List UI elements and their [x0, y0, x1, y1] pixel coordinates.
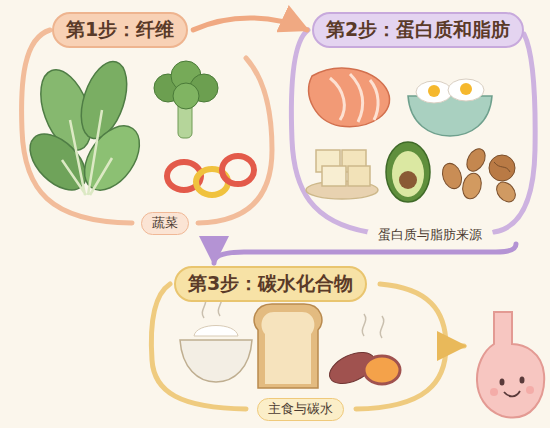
leafy-greens	[20, 56, 151, 200]
broccoli	[154, 61, 218, 138]
salmon	[309, 68, 390, 126]
flow-arrow	[193, 18, 307, 30]
step-heading: 第3步：碳水化合物	[174, 266, 367, 302]
bread	[254, 304, 322, 388]
step-heading: 第1步：纤维	[52, 12, 188, 48]
avocado	[386, 142, 430, 202]
pepper-rings	[167, 156, 254, 195]
step-heading: 第2步：蛋白质和脂肪	[312, 12, 524, 48]
category-label: 蔬菜	[141, 212, 189, 235]
step-panel: 第1步：纤维蔬菜	[18, 6, 282, 242]
tofu	[306, 150, 378, 199]
step-loop	[22, 30, 272, 223]
category-label: 蛋白质与脂肪来源	[367, 224, 493, 247]
stomach	[477, 312, 544, 417]
step-loop	[151, 284, 464, 409]
step-loop	[291, 30, 535, 232]
sweet-potato	[325, 314, 400, 390]
step-panel: 第3步：碳水化合物主食与碳水	[150, 262, 468, 424]
rice-bowl	[180, 294, 252, 382]
egg-bowl	[408, 79, 492, 136]
nuts	[439, 146, 519, 206]
step-panel: 第2步：蛋白质和脂肪蛋白质与脂肪来源	[290, 6, 538, 244]
category-label: 主食与碳水	[257, 398, 344, 421]
